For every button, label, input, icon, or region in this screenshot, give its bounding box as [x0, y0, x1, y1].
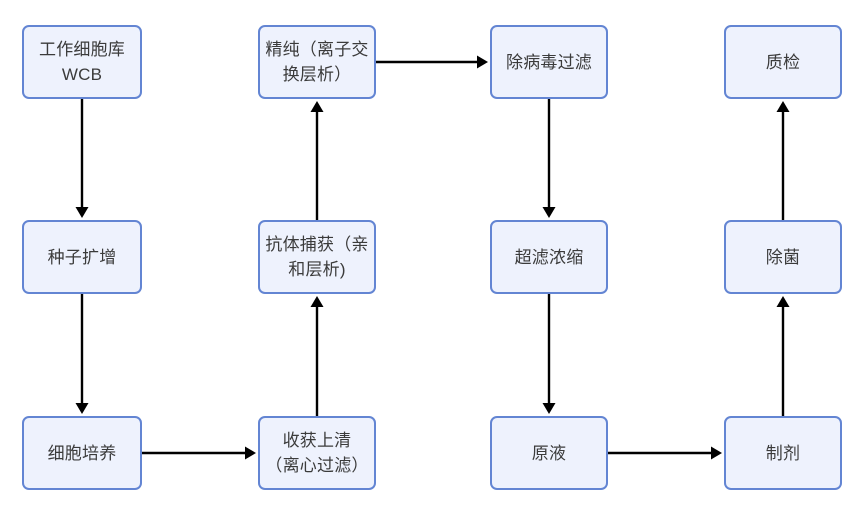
node-formulation[interactable]: 制剂: [724, 416, 842, 490]
node-label-wcb: 工作细胞库 WCB: [39, 40, 125, 84]
node-sterilize[interactable]: 除菌: [724, 220, 842, 294]
node-label-cell-culture: 细胞培养: [47, 443, 117, 463]
edge-capture-to-polish: [310, 101, 324, 220]
node-polish[interactable]: 精纯（离子交 换层析）: [258, 25, 376, 99]
arrowhead-icon: [245, 446, 256, 460]
node-bulk[interactable]: 原液: [490, 416, 608, 490]
node-label-ultrafiltration: 超滤浓缩: [514, 247, 584, 267]
arrowhead-icon: [477, 55, 488, 69]
arrowhead-icon: [75, 403, 89, 414]
node-qc[interactable]: 质检: [724, 25, 842, 99]
node-capture[interactable]: 抗体捕获（亲 和层析): [258, 220, 376, 294]
node-harvest[interactable]: 收获上清 （离心过滤）: [258, 416, 376, 490]
node-label-harvest: 收获上清 （离心过滤）: [265, 431, 369, 475]
node-label-seed: 种子扩增: [47, 247, 117, 267]
arrowhead-icon: [310, 296, 324, 307]
node-virus-filter[interactable]: 除病毒过滤: [490, 25, 608, 99]
node-label-formulation: 制剂: [765, 443, 801, 463]
node-label-sterilize: 除菌: [765, 247, 801, 267]
edge-harvest-to-capture: [310, 296, 324, 416]
arrowhead-icon: [75, 207, 89, 218]
edge-uf-to-bulk: [542, 294, 556, 414]
arrowhead-icon: [542, 207, 556, 218]
arrowhead-icon: [776, 296, 790, 307]
node-wcb[interactable]: 工作细胞库 WCB: [22, 25, 142, 99]
edge-wcb-to-seed: [75, 99, 89, 218]
edge-cell-culture-to-harvest: [142, 446, 256, 460]
node-label-capture: 抗体捕获（亲 和层析): [265, 235, 369, 279]
edge-sterilize-to-qc: [776, 101, 790, 220]
node-cell-culture[interactable]: 细胞培养: [22, 416, 142, 490]
node-label-polish: 精纯（离子交 换层析）: [265, 40, 369, 84]
node-label-virus-filter: 除病毒过滤: [506, 52, 592, 72]
node-label-qc: 质检: [765, 52, 801, 72]
edge-virus-filter-to-uf: [542, 99, 556, 218]
arrowhead-icon: [542, 403, 556, 414]
edge-bulk-to-formulation: [608, 446, 722, 460]
arrowhead-icon: [776, 101, 790, 112]
edge-polish-to-virus-filter: [376, 55, 488, 69]
edge-formulation-to-sterilize: [776, 296, 790, 416]
edge-seed-to-cell-culture: [75, 294, 89, 414]
arrowhead-icon: [310, 101, 324, 112]
arrowhead-icon: [711, 446, 722, 460]
node-seed[interactable]: 种子扩增: [22, 220, 142, 294]
node-ultrafiltration[interactable]: 超滤浓缩: [490, 220, 608, 294]
node-label-bulk: 原液: [531, 443, 567, 463]
